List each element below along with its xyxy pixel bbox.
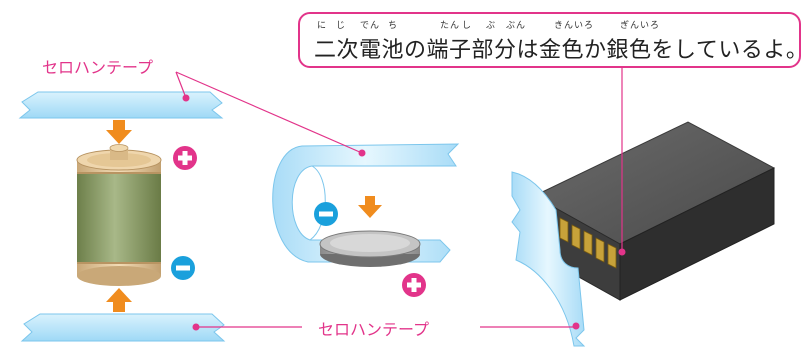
ruby: に [317,21,328,31]
ruby: じ [336,21,347,31]
callout-text: 二次電池の端子部分は金色か銀色をしているよ。 [314,38,809,63]
ruby: ぶん [506,21,527,31]
tape-top-left [18,91,224,119]
ruby: ぎんいろ [620,21,661,31]
ruby: でん [360,21,381,31]
arrow-up-icon [106,288,132,312]
furigana-row: に じ でん ち たん し ぶ ぶん きんいろ ぎんいろ [300,18,799,31]
minus-badge-icon [171,256,195,280]
ruby: たん [440,21,461,31]
ruby: ぶ [486,21,497,31]
plus-badge-icon [173,146,197,170]
tape-label-bottom: セロハンテープ [312,316,436,340]
arrow-down-icon [358,196,382,218]
tape-vertical-right [511,171,586,347]
ruby: きんいろ [554,21,595,31]
cylindrical-battery [76,144,162,286]
looped-tape [272,143,460,263]
arrow-down-icon [106,120,132,144]
ruby: し [462,21,473,31]
plus-badge-icon [402,273,426,297]
ruby: ち [388,21,399,31]
coin-battery [319,230,421,267]
terminal-callout: に じ でん ち たん し ぶ ぶん きんいろ ぎんいろ 二次電池の端子部分は金… [298,12,808,68]
minus-badge-icon [314,202,338,226]
tape-label-top: セロハンテープ [42,58,154,77]
leader-lines [175,68,623,328]
tape-marker [572,322,580,330]
tape-bottom-left [20,313,226,342]
